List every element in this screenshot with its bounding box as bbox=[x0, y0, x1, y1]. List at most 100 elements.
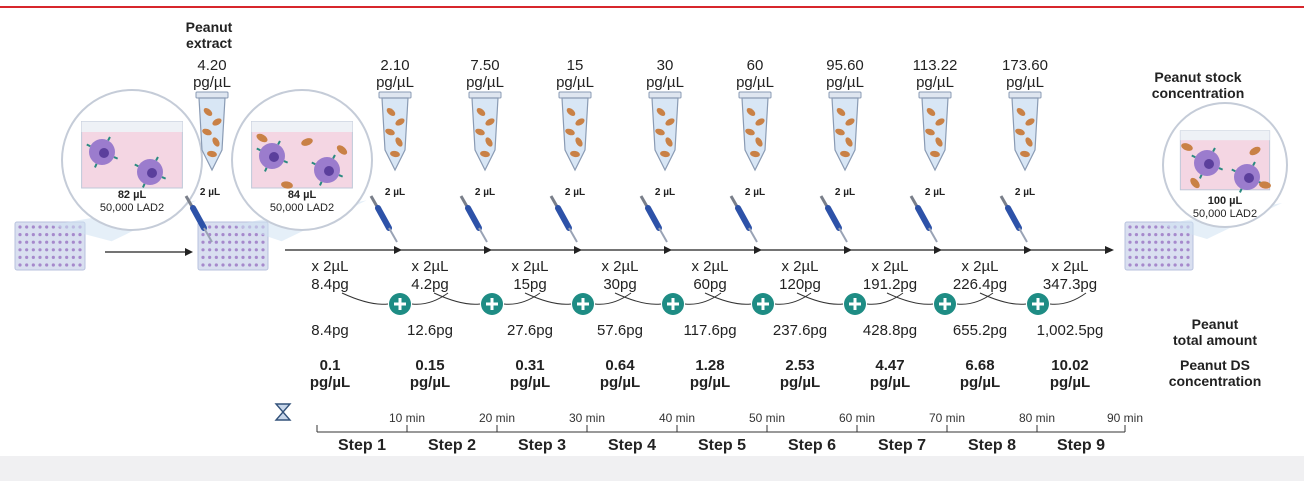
addition-amount: 60pg bbox=[693, 276, 727, 293]
tube-conc-value: 30 bbox=[656, 57, 674, 74]
step-label: Step 4 bbox=[607, 437, 657, 454]
tube-conc-value: 7.50 bbox=[470, 57, 500, 74]
plus-circle-icon bbox=[704, 292, 812, 315]
addition-amount: 347.3pg bbox=[1042, 276, 1098, 293]
tube-conc-value: 2.10 bbox=[380, 57, 410, 74]
timeline-tick: 30 min bbox=[568, 411, 606, 425]
ds-conc-unit: pg/µL bbox=[599, 374, 641, 391]
addition-amount: 191.2pg bbox=[862, 276, 918, 293]
ds-conc-unit: pg/µL bbox=[689, 374, 731, 391]
ds-conc-value: 0.64 bbox=[605, 357, 635, 374]
tube-conc-value: 173.60 bbox=[1002, 57, 1048, 74]
tube-conc-unit: pg/µL bbox=[1006, 74, 1044, 91]
plus-circle-icon bbox=[796, 292, 904, 315]
ds-conc-value: 4.47 bbox=[875, 357, 905, 374]
timeline-tick: 70 min bbox=[928, 411, 966, 425]
tube-7 bbox=[918, 91, 952, 172]
tube-4 bbox=[648, 91, 682, 172]
addition-times: x 2µL bbox=[601, 258, 639, 275]
tube-volume: 2 µL bbox=[474, 187, 496, 198]
step-label: Step 9 bbox=[1056, 437, 1106, 454]
addition-times: x 2µL bbox=[511, 258, 549, 275]
timeline-tick: 40 min bbox=[658, 411, 696, 425]
addition-times: x 2µL bbox=[871, 258, 909, 275]
pipette-5 bbox=[729, 195, 758, 243]
total-amount: 27.6pg bbox=[507, 322, 553, 339]
ds-conc-value: 1.28 bbox=[695, 357, 725, 374]
pipette-3 bbox=[549, 195, 578, 243]
tube-volume: 2 µL bbox=[564, 187, 586, 198]
ds-conc-unit: pg/µL bbox=[779, 374, 821, 391]
tube-6 bbox=[828, 91, 862, 172]
tube-conc-unit: pg/µL bbox=[556, 74, 594, 91]
total-amount: 8.4pg bbox=[311, 322, 349, 339]
tube-volume: 2 µL bbox=[834, 187, 856, 198]
tube-2 bbox=[468, 91, 502, 172]
timeline-tick: 10 min bbox=[388, 411, 426, 425]
addition-amount: 15pg bbox=[513, 276, 547, 293]
ds-conc-value: 6.68 bbox=[965, 357, 995, 374]
tube-conc-unit: pg/µL bbox=[376, 74, 414, 91]
ds-conc-value: 0.31 bbox=[515, 357, 545, 374]
ds-conc-value: 0.15 bbox=[415, 357, 445, 374]
timeline-tick: 80 min bbox=[1018, 411, 1056, 425]
tube-3 bbox=[558, 91, 592, 172]
top-bar bbox=[0, 0, 1304, 6]
tube-conc-unit: pg/µL bbox=[916, 74, 954, 91]
plus-circle-icon bbox=[614, 292, 722, 315]
total-amount: 12.6pg bbox=[407, 322, 453, 339]
accent-line bbox=[0, 6, 1304, 8]
plus-circle-icon bbox=[979, 292, 1087, 315]
ds-conc-unit: pg/µL bbox=[409, 374, 451, 391]
timeline-tick: 60 min bbox=[838, 411, 876, 425]
tube-conc-value: 60 bbox=[746, 57, 764, 74]
ds-conc-unit: pg/µL bbox=[309, 374, 351, 391]
plus-circle-icon bbox=[341, 292, 449, 315]
step-label: Step 7 bbox=[877, 437, 927, 454]
addition-amount: 120pg bbox=[779, 276, 821, 293]
tube-volume: 2 µL bbox=[654, 187, 676, 198]
tube-conc-unit: pg/µL bbox=[826, 74, 864, 91]
pipette-0 bbox=[184, 195, 213, 243]
addition-amount: 226.4pg bbox=[952, 276, 1008, 293]
tube-volume: 2 µL bbox=[384, 187, 406, 198]
ds-conc-unit: pg/µL bbox=[959, 374, 1001, 391]
tube-conc-unit: pg/µL bbox=[646, 74, 684, 91]
tube-conc-value: 95.60 bbox=[826, 57, 864, 74]
addition-amount: 4.2pg bbox=[411, 276, 449, 293]
well-circle-2 bbox=[231, 89, 373, 231]
plus-circle-icon bbox=[886, 292, 994, 315]
step-label: Step 2 bbox=[427, 437, 477, 454]
extract-tube-volume: 2 µL bbox=[199, 187, 221, 198]
timeline-tick: 20 min bbox=[478, 411, 516, 425]
tube-8 bbox=[1008, 91, 1042, 172]
hourglass-icon bbox=[274, 403, 292, 421]
pipette-6 bbox=[819, 195, 848, 243]
step-label: Step 5 bbox=[697, 437, 747, 454]
total-amount: 57.6pg bbox=[597, 322, 643, 339]
total-amount: 1,002.5pg bbox=[1036, 322, 1104, 339]
ds-conc-unit: pg/µL bbox=[509, 374, 551, 391]
tube-conc-unit: pg/µL bbox=[466, 74, 504, 91]
tube-1 bbox=[378, 91, 412, 172]
well-circle-1 bbox=[61, 89, 203, 231]
ds-conc-unit: pg/µL bbox=[1049, 374, 1091, 391]
extract-tube bbox=[195, 91, 229, 172]
addition-times: x 2µL bbox=[781, 258, 819, 275]
step-label: Step 6 bbox=[787, 437, 837, 454]
tube-conc-value: 113.22 bbox=[912, 57, 958, 74]
pipette-8 bbox=[999, 195, 1028, 243]
step-label: Step 3 bbox=[517, 437, 567, 454]
tube-5 bbox=[738, 91, 772, 172]
addition-times: x 2µL bbox=[691, 258, 729, 275]
ds-conc-value: 10.02 bbox=[1051, 357, 1089, 374]
